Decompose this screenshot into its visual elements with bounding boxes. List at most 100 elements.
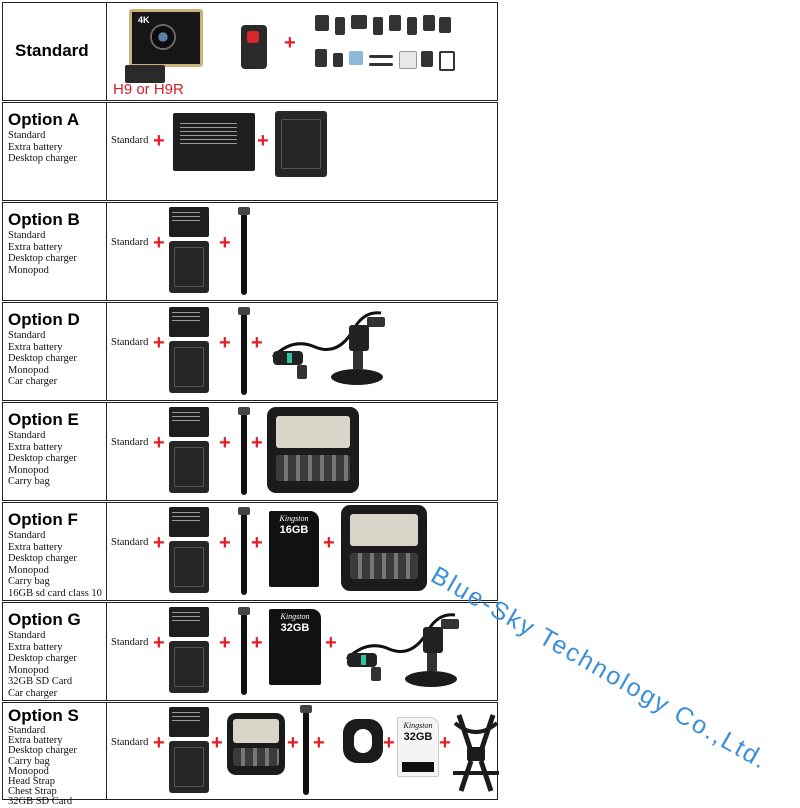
carry-bag-image: [267, 407, 359, 493]
option-s-row: Option S Standard Extra battery Desktop …: [2, 702, 499, 807]
standard-label-cell: Standard: [3, 3, 107, 100]
option-g-content: Standard + + + Kingston 32GB +: [107, 603, 497, 700]
plus-icon: +: [219, 532, 231, 554]
plus-icon: +: [313, 732, 325, 754]
car-charger-and-suction-mount-image: [267, 307, 397, 393]
plus-icon: +: [153, 532, 165, 554]
sd-card-brand: Kingston: [280, 612, 310, 621]
battery-image: [169, 407, 209, 437]
plus-icon: +: [383, 732, 395, 754]
option-e-content: Standard + + +: [107, 403, 497, 500]
option-item: Monopod: [8, 364, 49, 376]
plus-icon: +: [219, 632, 231, 654]
remote-control-image: [241, 25, 267, 69]
option-a-content: Standard + +: [107, 103, 497, 200]
desktop-charger-image: [169, 441, 209, 493]
option-f-row: Option F Standard Extra battery Desktop …: [2, 502, 498, 601]
option-item: Car charger: [8, 687, 58, 699]
plus-icon: +: [219, 432, 231, 454]
option-item: Carry bag: [8, 576, 50, 587]
standard-content: 4K +: [107, 3, 497, 100]
option-item: 16GB sd card class 10: [8, 587, 102, 599]
plus-icon: +: [219, 332, 231, 354]
option-item: Extra battery: [8, 641, 63, 653]
sd-card-capacity: 32GB: [280, 622, 310, 634]
option-item: Extra battery: [8, 541, 63, 553]
monopod-image: [238, 307, 250, 395]
option-item: Carry bag: [8, 755, 50, 767]
plus-icon: +: [153, 130, 165, 152]
action-camera-image: 4K: [129, 9, 203, 67]
battery-image: [169, 607, 209, 637]
option-item: Desktop charger: [8, 653, 77, 664]
option-item: Standard: [8, 330, 46, 341]
camera-mount-image: [125, 65, 165, 83]
model-caption: H9 or H9R: [113, 81, 184, 98]
option-s-content: Standard + + + + + Kingston 32GB +: [107, 703, 499, 799]
monopod-image: [300, 705, 312, 795]
option-item: Extra battery: [8, 735, 63, 747]
monopod-image: [238, 607, 250, 695]
option-b-label-cell: Option B Standard Extra battery Desktop …: [3, 203, 107, 300]
option-f-content: Standard + + + Kingston 16GB +: [107, 503, 497, 600]
option-a-label-cell: Option A Standard Extra battery Desktop …: [3, 103, 107, 200]
plus-icon: +: [153, 332, 165, 354]
plus-icon: +: [211, 732, 223, 754]
plus-icon: +: [251, 632, 263, 654]
plus-icon: +: [287, 732, 299, 754]
option-b-items: Standard Extra battery Desktop charger M…: [8, 230, 106, 276]
option-item: Extra battery: [8, 441, 63, 453]
plus-icon: +: [153, 732, 165, 754]
monopod-image: [238, 507, 250, 595]
option-g-label-cell: Option G Standard Extra battery Desktop …: [3, 603, 107, 700]
option-s-title: Option S: [8, 706, 79, 725]
option-item: Head Strap: [8, 776, 55, 788]
option-item: Standard: [8, 530, 46, 541]
standard-row: Standard 4K +: [2, 2, 498, 101]
option-item: Desktop charger: [8, 253, 77, 264]
car-charger-and-suction-mount-image: [341, 609, 471, 695]
option-item: Carry bag: [8, 476, 50, 487]
sd-card-brand: Kingston: [279, 514, 309, 523]
option-item: Standard: [8, 230, 46, 241]
option-s-label-cell: Option S Standard Extra battery Desktop …: [3, 703, 107, 807]
sd-card-16gb-image: Kingston 16GB: [269, 511, 319, 587]
option-item: Monopod: [8, 664, 49, 676]
option-d-items: Standard Extra battery Desktop charger M…: [8, 330, 106, 388]
option-item: Desktop charger: [8, 353, 77, 364]
option-f-label-cell: Option F Standard Extra battery Desktop …: [3, 503, 107, 600]
option-d-label-cell: Option D Standard Extra battery Desktop …: [3, 303, 107, 400]
option-d-row: Option D Standard Extra battery Desktop …: [2, 302, 498, 401]
battery-image: [169, 207, 209, 237]
option-item: Desktop charger: [8, 153, 77, 164]
option-f-title: Option F: [8, 510, 78, 529]
plus-icon: +: [251, 532, 263, 554]
package-options-table: Standard 4K +: [2, 2, 499, 807]
sd-card-32gb-image: Kingston 32GB: [269, 609, 321, 685]
desktop-charger-image: [169, 241, 209, 293]
accessories-kit-image: [307, 13, 457, 77]
option-b-row: Option B Standard Extra battery Desktop …: [2, 202, 498, 301]
option-s-items: Standard Extra battery Desktop charger C…: [8, 725, 106, 808]
monopod-image: [238, 407, 250, 495]
option-f-items: Standard Extra battery Desktop charger M…: [8, 530, 106, 599]
option-item: 32GB SD Card: [8, 676, 73, 687]
carry-bag-image: [227, 713, 285, 775]
option-g-title: Option G: [8, 610, 81, 629]
option-item: Chest Strap: [8, 786, 57, 798]
battery-image: [169, 307, 209, 337]
option-e-label-cell: Option E Standard Extra battery Desktop …: [3, 403, 107, 500]
option-e-row: Option E Standard Extra battery Desktop …: [2, 402, 498, 501]
option-item: Standard: [8, 130, 46, 141]
option-b-content: Standard + +: [107, 203, 497, 300]
battery-image: [169, 507, 209, 537]
plus-icon: +: [153, 632, 165, 654]
option-item: Monopod: [8, 564, 49, 576]
option-g-row: Option G Standard Extra battery Desktop …: [2, 602, 498, 701]
plus-icon: +: [219, 232, 231, 254]
option-a-row: Option A Standard Extra battery Desktop …: [2, 102, 498, 201]
sd-card-brand: Kingston: [403, 721, 433, 730]
option-item: Extra battery: [8, 241, 63, 253]
carry-bag-image: [341, 505, 427, 591]
option-item: Standard: [8, 725, 46, 736]
